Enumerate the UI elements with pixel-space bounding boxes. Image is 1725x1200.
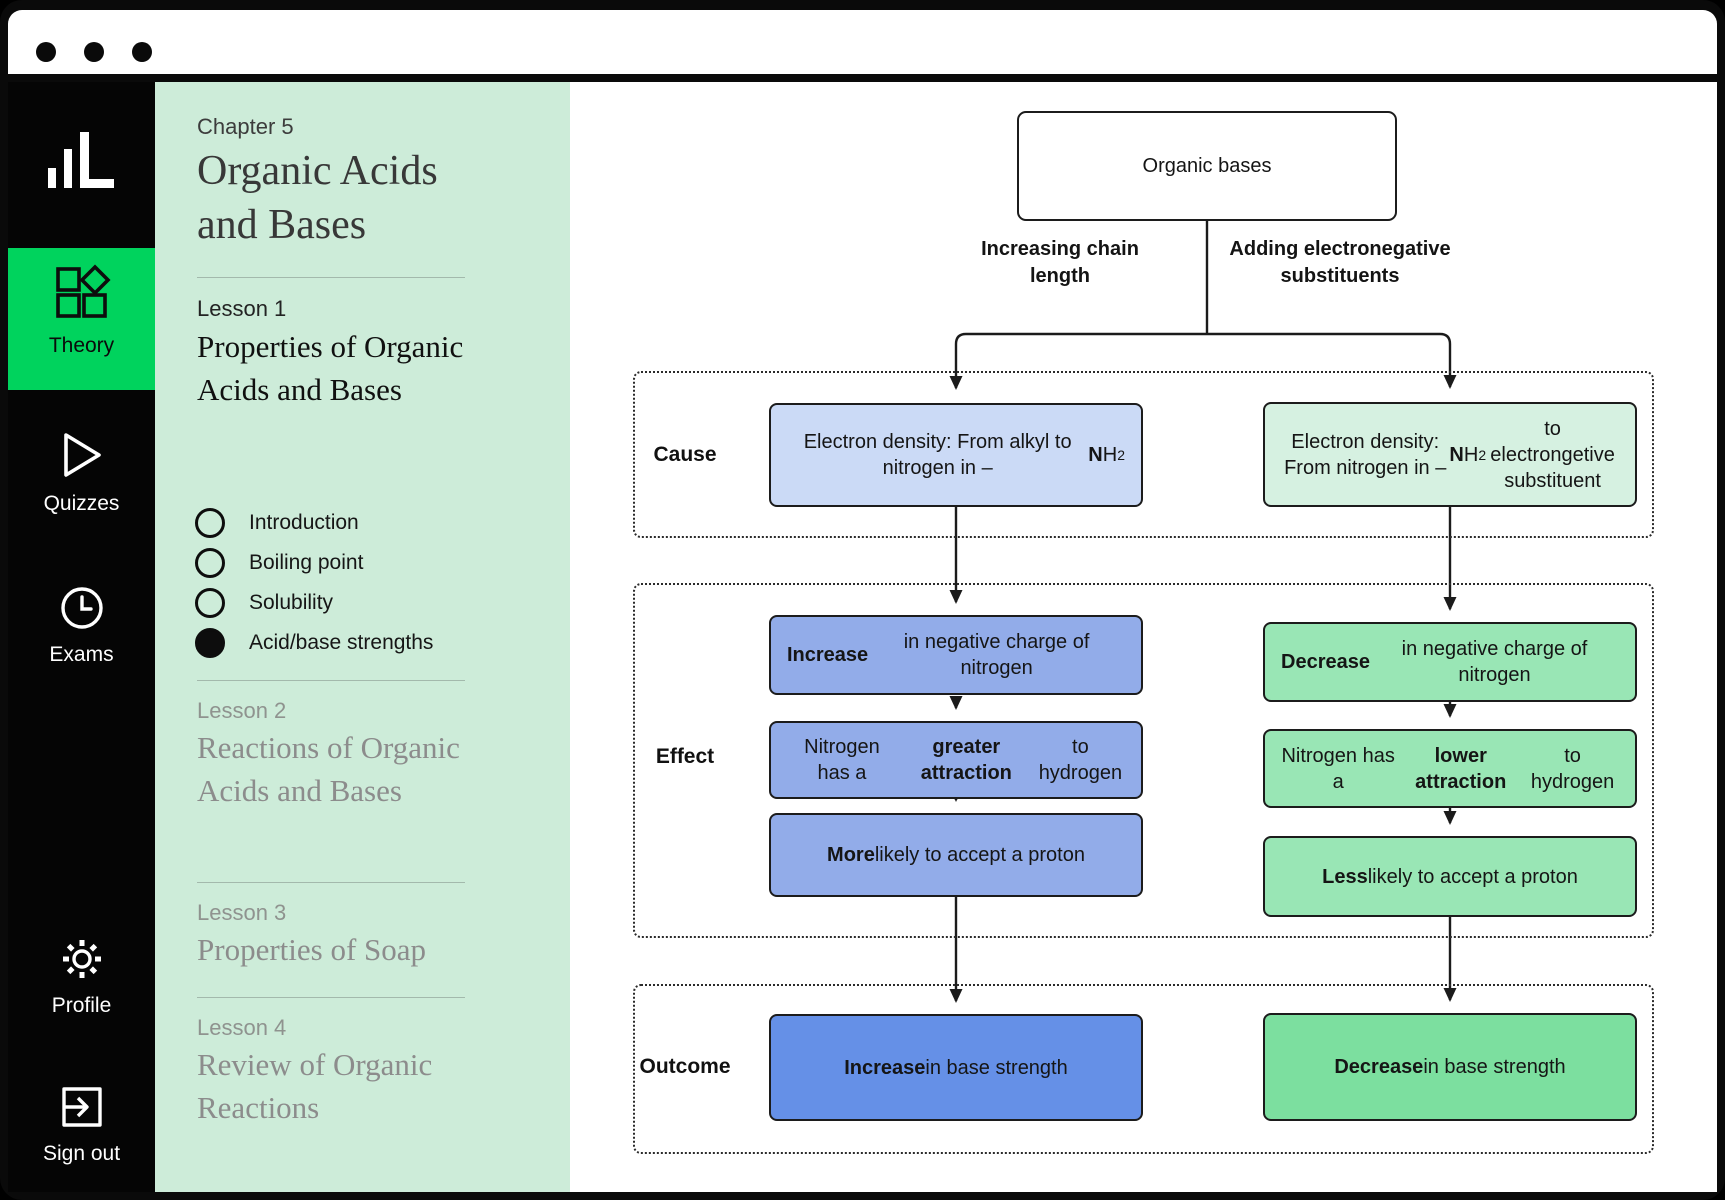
node-cause-left: Electron density: From alkyl to nitrogen…	[769, 403, 1143, 507]
section-label: Solubility	[249, 591, 334, 614]
row-label-outcome: Outcome	[639, 1055, 731, 1078]
play-icon	[59, 430, 105, 486]
lesson-panel: Chapter 5 Organic Acids and Bases Lesson…	[155, 82, 570, 1192]
section-acid-base-strengths[interactable]: Acid/base strengths	[195, 628, 495, 658]
section-introduction[interactable]: Introduction	[195, 508, 495, 538]
theory-grid-icon	[53, 248, 111, 328]
branch-label-right: Adding electronegative substituents	[1229, 238, 1451, 287]
gear-icon	[59, 936, 105, 988]
lesson-3-label: Lesson 3	[197, 900, 287, 925]
lesson-1-label: Lesson 1	[197, 296, 287, 321]
node-outcome-right: Decrease in base strength	[1263, 1013, 1637, 1121]
node-effect-left-1: Increase in negative charge of nitrogen	[769, 615, 1143, 695]
section-boiling-point[interactable]: Boiling point	[195, 548, 495, 578]
effect-row-frame	[633, 583, 1654, 938]
lesson-3-title[interactable]: Properties of Soap	[197, 932, 427, 967]
section-label: Boiling point	[249, 551, 364, 574]
row-label-cause: Cause	[653, 443, 717, 466]
clock-icon	[59, 585, 105, 637]
radio-icon[interactable]	[195, 588, 225, 618]
outcome-row-frame	[633, 984, 1654, 1154]
cause-row-frame	[633, 371, 1654, 538]
sidebar-item-quizzes[interactable]: Quizzes	[8, 430, 155, 516]
sidebar-item-theory[interactable]: Theory	[8, 248, 155, 390]
chapter-label: Chapter 5	[197, 114, 294, 139]
sidebar-item-label: Sign out	[42, 1142, 121, 1165]
section-label: Introduction	[249, 511, 359, 534]
sidebar-item-label: Theory	[48, 334, 115, 357]
node-effect-left-3: More likely to accept a proton	[769, 813, 1143, 897]
chapter-title: Organic Acids and Bases	[197, 148, 438, 248]
sidebar-item-label: Profile	[51, 994, 112, 1017]
divider	[197, 277, 465, 278]
sidebar-item-label: Quizzes	[43, 492, 120, 515]
sign-out-icon	[59, 1084, 105, 1136]
radio-icon[interactable]	[195, 548, 225, 578]
section-label: Acid/base strengths	[249, 631, 434, 654]
radio-icon[interactable]	[195, 508, 225, 538]
sidebar: Theory Quizzes Exams	[8, 82, 155, 1192]
window-control-dot[interactable]	[84, 42, 104, 62]
row-label-effect: Effect	[655, 745, 715, 768]
window-control-dot[interactable]	[132, 42, 152, 62]
lesson-1-title[interactable]: Properties of Organic Acids and Bases	[197, 329, 464, 407]
sidebar-item-sign-out[interactable]: Sign out	[8, 1084, 155, 1166]
branch-label-left: Increasing chain length	[981, 238, 1139, 287]
divider	[197, 882, 465, 883]
radio-icon[interactable]	[195, 628, 225, 658]
bar-chart-logo-icon[interactable]	[48, 132, 116, 193]
sidebar-item-profile[interactable]: Profile	[8, 936, 155, 1018]
lesson-2-title[interactable]: Reactions of Organic Acids and Bases	[197, 730, 460, 808]
node-organic-bases: Organic bases	[1017, 111, 1397, 221]
sidebar-item-exams[interactable]: Exams	[8, 585, 155, 667]
sidebar-item-label: Exams	[49, 643, 114, 666]
lesson-4-title[interactable]: Review of Organic Reactions	[197, 1047, 433, 1125]
node-effect-right-2: Nitrogen has a lower attraction to hydro…	[1263, 729, 1637, 808]
node-effect-right-1: Decrease in negative charge of nitrogen	[1263, 622, 1637, 702]
section-solubility[interactable]: Solubility	[195, 588, 495, 618]
window-control-dot[interactable]	[36, 42, 56, 62]
node-effect-right-3: Less likely to accept a proton	[1263, 836, 1637, 917]
node-outcome-left: Increase in base strength	[769, 1014, 1143, 1121]
lesson-4-label: Lesson 4	[197, 1015, 287, 1040]
node-effect-left-2: Nitrogen has a greater attraction to hyd…	[769, 721, 1143, 799]
lesson-2-label: Lesson 2	[197, 698, 287, 723]
window-titlebar	[8, 10, 1717, 74]
divider	[197, 997, 465, 998]
divider	[197, 680, 465, 681]
